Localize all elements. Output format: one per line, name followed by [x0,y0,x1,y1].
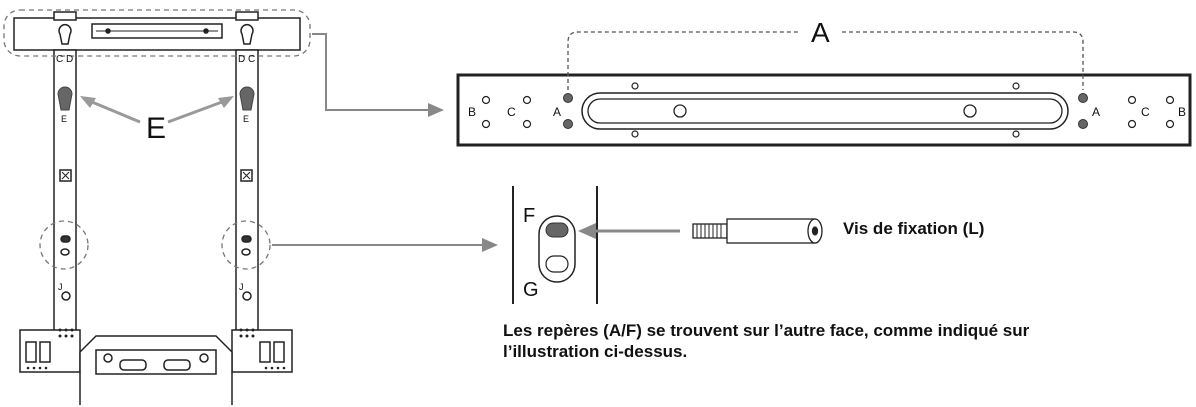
right-slot-highlight [221,220,271,270]
label-c-right: C [248,54,255,65]
insertion-arrow [578,223,680,239]
slot-detail [512,186,598,304]
label-j-left: J [58,282,63,292]
top-bar-connector-arrow [312,33,444,117]
label-c-left-plate: C [507,105,516,119]
label-b-left: B [468,105,476,119]
label-f: F [523,205,535,227]
label-e-left-small: E [61,114,67,124]
left-e-keyhole [57,86,73,111]
label-c-left: C [56,54,63,65]
label-g: G [523,279,539,301]
label-j-right: J [239,282,244,292]
label-b-right-plate: B [1178,105,1186,119]
note-caption-line-2: l’illustration ci-dessus. [503,342,688,361]
label-d-right: D [238,54,245,65]
left-slot-highlight [39,220,89,270]
label-e-right-small: E [243,114,249,124]
mounting-plate [456,73,1192,147]
label-d-left: D [66,54,73,65]
screw-label: Vis de fixation (L) [843,219,985,238]
label-e-callout: E [146,112,166,145]
a-marker-holes [563,93,1088,129]
e-pointer-arrows [80,96,234,124]
label-a-dimension: A [811,17,830,48]
label-a-right-plate: A [1092,105,1100,119]
label-a-left-plate: A [553,105,561,119]
top-bar-highlight [3,9,311,57]
right-e-keyhole [239,86,255,111]
fixing-screw [692,218,823,244]
wing-dots [26,328,286,370]
a-dimension-bracket [567,31,1084,90]
slot-connector-arrow [272,238,498,252]
bracket-frame [13,11,301,405]
note-caption-line-1: Les repères (A/F) se trouvent sur l’autr… [503,321,1030,340]
label-c-right-plate: C [1141,105,1150,119]
note-caption: Les repères (A/F) se trouvent sur l’autr… [503,320,1063,362]
